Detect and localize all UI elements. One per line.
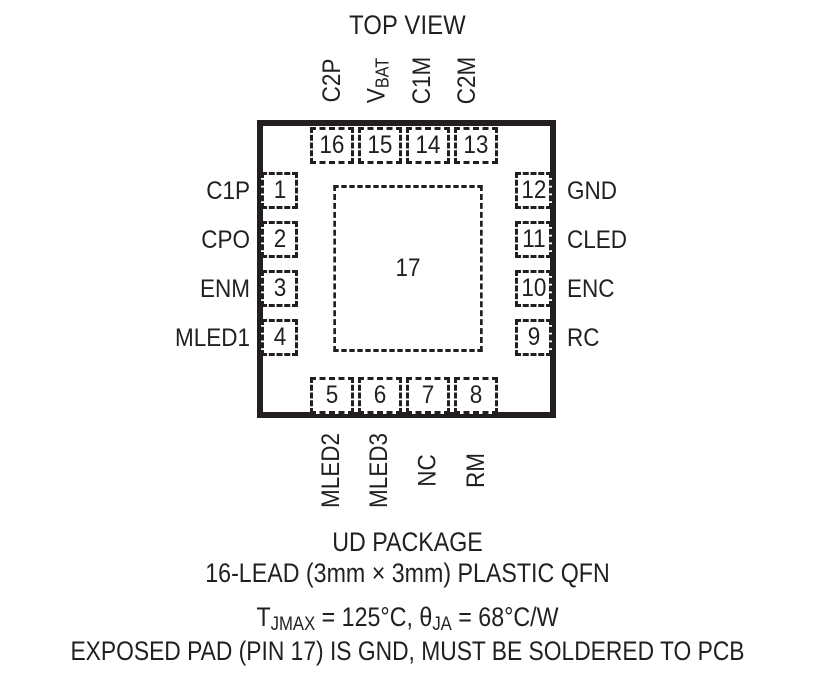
tjmax-subscript: JMAX bbox=[270, 613, 316, 636]
pin-number-6: 6 bbox=[373, 381, 387, 409]
pin-number-12: 12 bbox=[520, 176, 547, 204]
pin-name-7-text: NC bbox=[413, 453, 442, 487]
pin-number-10: 10 bbox=[520, 274, 547, 302]
pin-name-9-text: RC bbox=[567, 324, 600, 352]
pin-pad-12[interactable]: 12 bbox=[515, 172, 552, 209]
pin-name-10-text: ENC bbox=[567, 275, 615, 303]
exposed-pad-17: 17 bbox=[333, 185, 483, 352]
pin-number-9: 9 bbox=[527, 323, 540, 351]
caption-block: UD PACKAGE 16-LEAD (3mm × 3mm) PLASTIC Q… bbox=[0, 527, 815, 667]
pin-name-13-text: C2M bbox=[452, 56, 481, 104]
pin-number-3: 3 bbox=[273, 274, 286, 302]
caption-exposed-pad-note: EXPOSED PAD (PIN 17) IS GND, MUST BE SOL… bbox=[70, 636, 745, 666]
pin-number-14: 14 bbox=[415, 131, 441, 159]
pin-name-12-gnd: GND bbox=[567, 179, 756, 204]
pin-number-13: 13 bbox=[463, 131, 489, 159]
pin-name-14-text: C1M bbox=[407, 56, 436, 104]
pin-number-4: 4 bbox=[273, 323, 286, 351]
pin-name-3-enm: ENM bbox=[79, 277, 250, 302]
package-body-outline bbox=[257, 120, 556, 418]
pin-pad-4[interactable]: 4 bbox=[261, 319, 298, 356]
pin-pad-3[interactable]: 3 bbox=[261, 270, 298, 307]
pin-name-3-text: ENM bbox=[199, 275, 250, 303]
pin-pad-8[interactable]: 8 bbox=[454, 377, 498, 414]
theta-ja-subscript: JA bbox=[432, 613, 452, 636]
pin-pad-6[interactable]: 6 bbox=[358, 377, 402, 414]
pin-pad-14[interactable]: 14 bbox=[406, 127, 450, 164]
theta-ja-symbol: θ bbox=[419, 602, 433, 632]
tjmax-value: = 125°C, bbox=[315, 602, 420, 632]
pin-name-11-cled: CLED bbox=[567, 228, 756, 253]
pin-name-11-text: CLED bbox=[567, 226, 628, 254]
pin-name-1-c1p: C1P bbox=[79, 179, 250, 204]
pin-number-2: 2 bbox=[273, 225, 286, 253]
top-view-label: TOP VIEW bbox=[349, 10, 466, 40]
pin-name-6-text: MLED3 bbox=[365, 432, 394, 508]
pin-name-13-c2m: C2M bbox=[433, 46, 501, 114]
pin-name-4-mled1: MLED1 bbox=[79, 326, 250, 351]
pin-name-12-text: GND bbox=[567, 177, 618, 205]
pin-name-9-rc: RC bbox=[567, 326, 756, 351]
caption-lead-spec: 16-LEAD (3mm × 3mm) PLASTIC QFN bbox=[205, 558, 610, 588]
pin-pad-13[interactable]: 13 bbox=[454, 127, 498, 164]
exposed-pad-number: 17 bbox=[395, 254, 421, 282]
theta-ja-value: = 68°C/W bbox=[451, 602, 559, 632]
pin-number-1: 1 bbox=[273, 176, 286, 204]
page-title: TOP VIEW bbox=[49, 10, 766, 41]
pin-pad-1[interactable]: 1 bbox=[261, 172, 298, 209]
caption-package-name: UD PACKAGE bbox=[332, 527, 483, 557]
pin-pad-16[interactable]: 16 bbox=[310, 127, 354, 164]
pin-pad-7[interactable]: 7 bbox=[406, 377, 450, 414]
pin-number-16: 16 bbox=[319, 131, 345, 159]
pin-number-11: 11 bbox=[521, 225, 546, 253]
pin-number-5: 5 bbox=[325, 381, 339, 409]
tjmax-symbol: T bbox=[256, 602, 271, 632]
pin-pad-10[interactable]: 10 bbox=[515, 270, 552, 307]
pin-number-15: 15 bbox=[367, 131, 393, 159]
pin-number-8: 8 bbox=[469, 381, 483, 409]
pin-name-15-text: V bbox=[362, 87, 391, 103]
pin-pad-2[interactable]: 2 bbox=[261, 221, 298, 258]
pin-name-1-text: C1P bbox=[206, 177, 250, 205]
pin-name-4-text: MLED1 bbox=[174, 324, 250, 352]
pin-number-7: 7 bbox=[421, 381, 435, 409]
pin-name-10-enc: ENC bbox=[567, 277, 756, 302]
pin-name-8-text: RM bbox=[461, 452, 490, 488]
pin-name-2-cpo: CPO bbox=[79, 228, 250, 253]
pin-name-8-rm: RM bbox=[442, 424, 510, 516]
pin-pad-5[interactable]: 5 bbox=[310, 377, 354, 414]
pin-name-5-text: MLED2 bbox=[317, 432, 346, 508]
pin-pad-15[interactable]: 15 bbox=[358, 127, 402, 164]
pin-name-16-text: C2P bbox=[317, 58, 346, 102]
pin-pad-9[interactable]: 9 bbox=[515, 319, 552, 356]
pin-name-2-text: CPO bbox=[201, 226, 250, 254]
caption-thermal-spec: TJMAX = 125°C, θJA = 68°C/W bbox=[57, 602, 758, 636]
pin-pad-11[interactable]: 11 bbox=[515, 221, 552, 258]
